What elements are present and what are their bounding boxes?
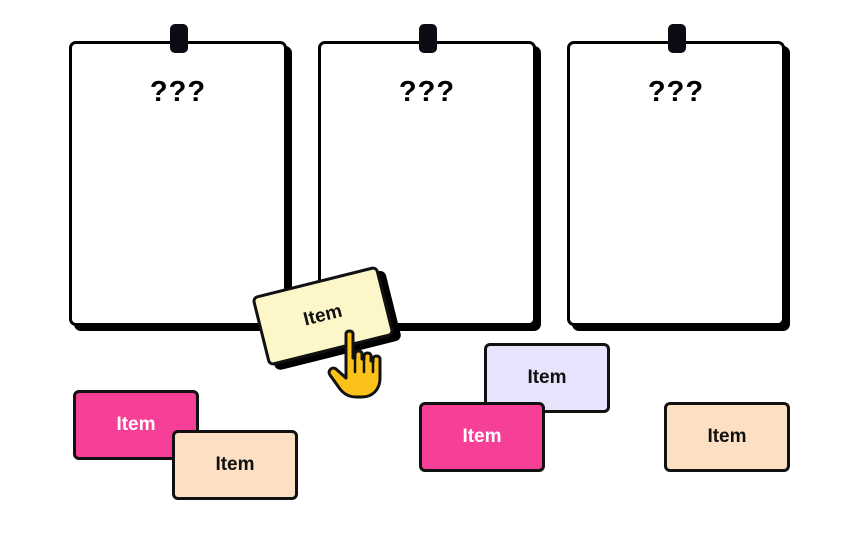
column-title: ??? [149,76,207,108]
clip-icon [668,24,686,53]
item-card-label: Item [301,300,345,331]
clip-icon [170,24,188,53]
column-title: ??? [398,76,456,108]
item-card-peach[interactable]: Item [172,430,298,500]
clip-icon [419,24,437,53]
item-card-label: Item [527,367,567,388]
column-board-3[interactable]: ??? [567,41,785,326]
item-card-pink[interactable]: Item [419,402,545,472]
item-card-label: Item [215,454,255,475]
pointer-hand-icon [322,328,388,400]
item-card-peach[interactable]: Item [664,402,790,472]
item-card-lavender[interactable]: Item [484,343,610,413]
item-card-label: Item [462,426,502,447]
item-card-label: Item [707,426,747,447]
column-title: ??? [647,76,705,108]
column-board-1[interactable]: ??? [69,41,287,326]
item-card-label: Item [116,414,156,435]
